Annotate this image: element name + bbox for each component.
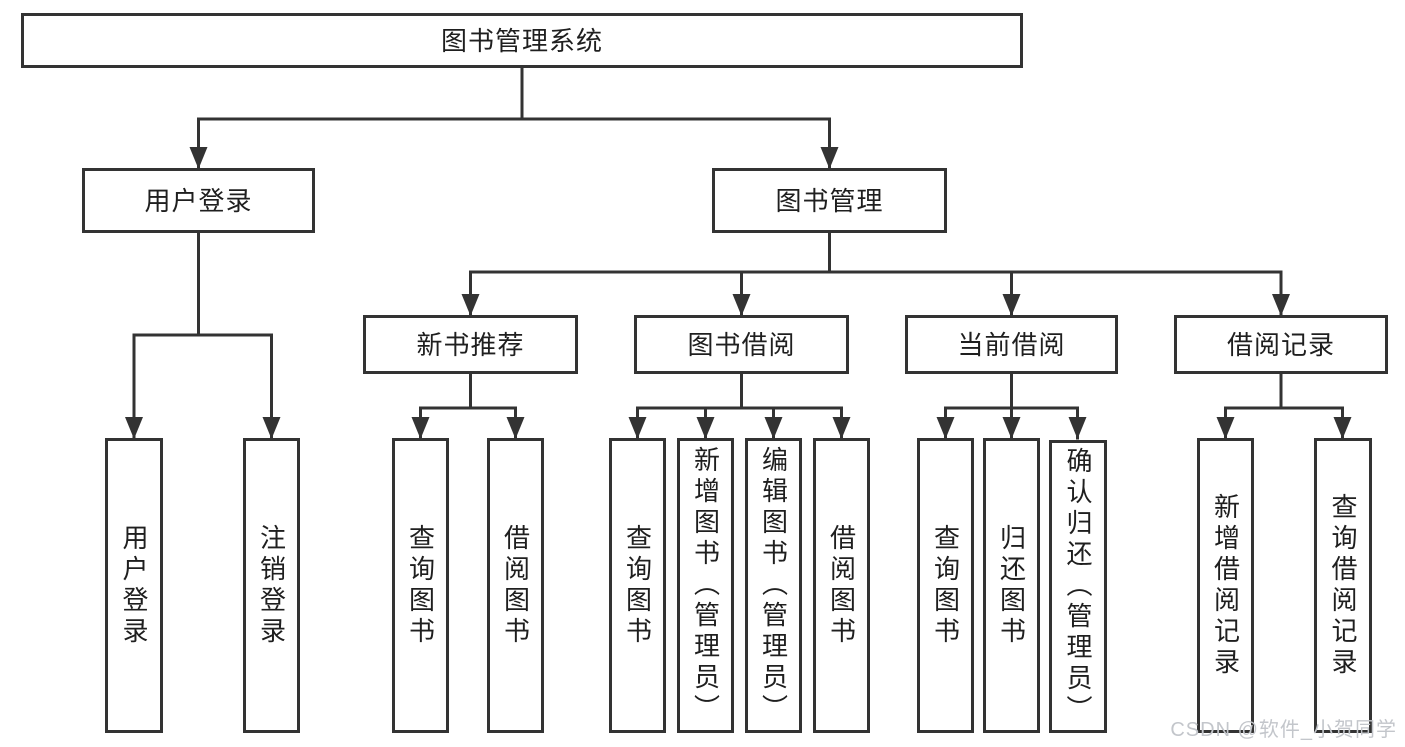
node-user-login: 用户登录 (82, 168, 315, 233)
node-library-management-system: 图书管理系统 (21, 13, 1023, 68)
leaf-edit-books-admin: 编辑图书（管理员） (745, 438, 802, 733)
arrowheads (125, 147, 1352, 439)
node-book-management: 图书管理 (712, 168, 947, 233)
leaf-add-borrow-record: 新增借阅记录 (1197, 438, 1254, 733)
leaf-borrow-books-2: 借阅图书 (813, 438, 870, 733)
node-book-borrowing: 图书借阅 (634, 315, 849, 374)
leaf-confirm-return-admin: 确认归还（管理员） (1049, 440, 1107, 733)
node-borrowing-records: 借阅记录 (1174, 315, 1388, 374)
leaf-query-borrow-record: 查询借阅记录 (1314, 438, 1372, 733)
node-new-book-recommendation: 新书推荐 (363, 315, 578, 374)
leaf-query-books-3: 查询图书 (917, 438, 974, 733)
leaf-add-books-admin: 新增图书（管理员） (677, 438, 734, 733)
leaf-user-login: 用户登录 (105, 438, 163, 733)
leaf-query-books-1: 查询图书 (392, 438, 449, 733)
node-current-borrowing: 当前借阅 (905, 315, 1118, 374)
leaf-query-books-2: 查询图书 (609, 438, 666, 733)
csdn-watermark: CSDN @软件_小贺同学 (1170, 719, 1397, 741)
leaf-return-books: 归还图书 (983, 438, 1040, 733)
leaf-logout: 注销登录 (243, 438, 300, 733)
leaf-borrow-books-1: 借阅图书 (487, 438, 544, 733)
